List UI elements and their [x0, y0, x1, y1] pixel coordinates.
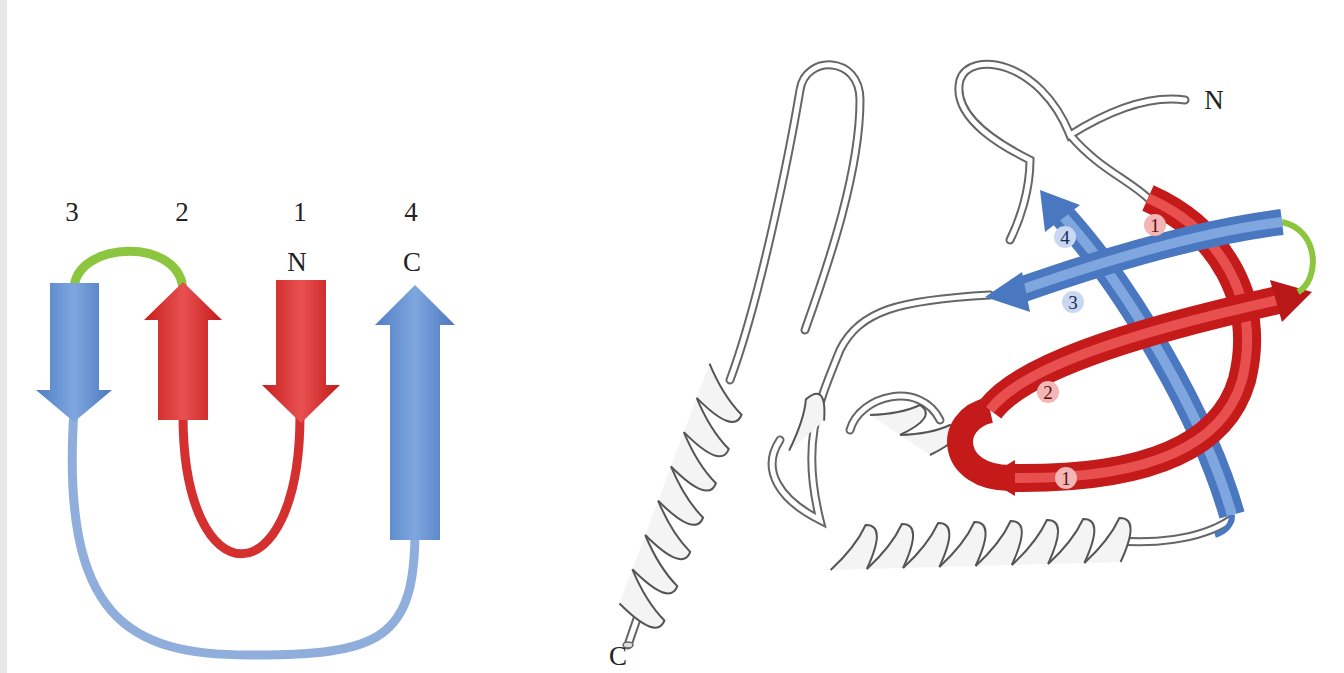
illustration-stroke: [903, 523, 949, 568]
terminus-label: C: [609, 643, 627, 670]
illustration-stroke: [1054, 226, 1076, 248]
alpha-helices: [620, 364, 1131, 628]
strand-number: 4: [404, 199, 418, 226]
page-edge: [0, 0, 7, 673]
illustration-stroke: [1282, 222, 1313, 292]
illustration-stroke: [990, 300, 1278, 410]
strand-number: 3: [1068, 293, 1078, 312]
illustration-stroke: [985, 272, 1030, 312]
strand-number: 1: [1150, 216, 1160, 235]
illustration-stroke: [867, 524, 913, 569]
illustration-stroke: [628, 64, 1230, 645]
illustration-stroke: [620, 569, 665, 627]
illustration-stroke: [1055, 467, 1077, 489]
illustration-stroke: [628, 64, 1230, 645]
blue-loop: [72, 410, 415, 655]
illustration-stroke: [1040, 190, 1080, 232]
beta-ribbons: [960, 190, 1313, 535]
illustration-stroke: [1070, 135, 1150, 200]
illustration-stroke: [1215, 515, 1232, 535]
terminus-label: N: [1204, 87, 1224, 114]
illustration-stroke: [1037, 381, 1059, 403]
beta-strand: [144, 282, 222, 420]
illustration-stroke: [1144, 214, 1166, 236]
illustration-stroke: [976, 521, 1022, 566]
beta-strand: [262, 280, 340, 423]
illustration-stroke: [990, 300, 1278, 410]
illustration-stroke: [870, 405, 926, 435]
strand-number: 4: [1060, 228, 1070, 247]
terminus-label: C: [403, 249, 421, 276]
strand-number: 1: [293, 199, 307, 226]
illustration-stroke: [1048, 519, 1094, 564]
strand-number: 1: [1061, 469, 1071, 488]
strand-number: 2: [1043, 383, 1053, 402]
illustration-stroke: [939, 522, 985, 567]
strand-number: 3: [65, 199, 79, 226]
illustration-stroke: [1012, 520, 1058, 565]
illustration-stroke: [1062, 291, 1084, 313]
illustration-stroke: [730, 65, 860, 380]
coil-loops: [623, 64, 1230, 648]
illustration-stroke: [730, 65, 860, 380]
beta-strand: [375, 285, 455, 540]
illustration-stroke: [831, 525, 877, 570]
red-loop: [183, 415, 300, 554]
illustration-stroke: [1070, 135, 1150, 200]
terminus-label: N: [287, 249, 307, 276]
topology-scheme: [36, 251, 455, 655]
illustration-stroke: [772, 295, 990, 520]
illustration-stroke: [985, 460, 1015, 496]
illustration-stroke: [1084, 518, 1130, 563]
beta-strand: [36, 283, 112, 422]
strand-number: 2: [175, 199, 189, 226]
illustration-stroke: [789, 394, 824, 451]
